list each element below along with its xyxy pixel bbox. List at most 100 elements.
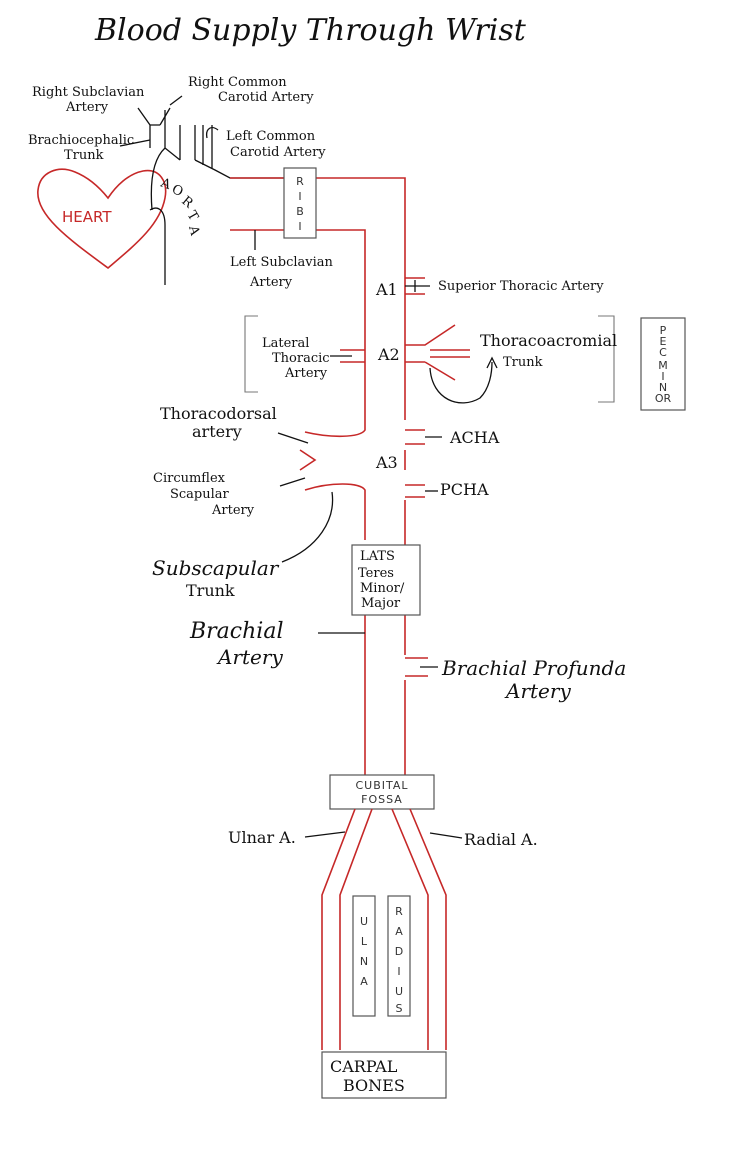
thoracodorsal-line-1: Thoracodorsal [160, 404, 277, 423]
brachiocephalic-line-2: Trunk [64, 148, 104, 163]
pec-minor-6: N [659, 381, 667, 394]
pcha-label: PCHA [440, 480, 489, 499]
brachial-line-1: Brachial [189, 619, 283, 644]
rib-label-1: R [296, 175, 304, 188]
aorta-inner [149, 207, 166, 285]
ulna-box [352, 895, 376, 1017]
left-subclavian-line-2: Artery [249, 275, 293, 290]
pointer-lcca [206, 127, 219, 139]
carpal-line-1: CARPAL [330, 1057, 398, 1076]
cubital-fossa-box [329, 774, 435, 810]
pec-minor-5: I [661, 370, 664, 383]
rcca-line-2: Carotid Artery [218, 90, 314, 105]
pec-minor-2: E [660, 335, 667, 348]
heart-label: HEART [62, 208, 112, 226]
radius-6: S [396, 1002, 403, 1015]
radial-label: Radial A. [464, 830, 538, 849]
radius-5: U [395, 985, 403, 998]
lcca-line-1: Left Common [226, 129, 316, 144]
subscapular-line-1: Subscapular [152, 556, 280, 580]
pointer-ulnar [304, 831, 346, 838]
pec-minor-4: M [658, 359, 668, 372]
ulna-1: U [360, 915, 368, 928]
bracket-lateral-thoracic [244, 315, 258, 393]
brachiocephalic-line-1: Brachiocephalic [28, 133, 134, 148]
aorta-label-O: O [169, 182, 185, 200]
pointer-subscapular [281, 491, 334, 563]
rcca-line-1: Right Common [188, 75, 287, 90]
lateral-thoracic-line-3: Artery [284, 366, 328, 381]
radial-artery-outer [409, 808, 447, 1050]
radial-artery-inner [391, 808, 429, 1050]
thoracoacromial-line-1: Thoracoacromial [480, 331, 617, 350]
circumflex-line-1: Circumflex [153, 471, 226, 486]
pec-minor-7: OR [655, 392, 672, 405]
pec-minor-box [640, 317, 686, 411]
pointer-rcca [169, 95, 183, 106]
stub-a1 [405, 277, 425, 295]
pointer-thoracodorsal [277, 432, 309, 444]
radius-box [387, 895, 411, 1017]
profunda-line-2: Artery [504, 679, 571, 703]
ulna-3: N [360, 955, 368, 968]
profunda-line-1: Brachial Profunda [441, 656, 626, 680]
heart-shape [37, 168, 167, 270]
rib-label-2: I [298, 190, 301, 203]
ulnar-artery-inner [339, 808, 373, 1050]
bracket-thoracoacromial [598, 315, 615, 403]
cubital-line-2: FOSSA [361, 793, 403, 806]
superior-thoracic-label: Superior Thoracic Artery [438, 279, 604, 294]
aorta-outer [150, 110, 166, 211]
subclavian-lower [230, 229, 366, 300]
pointer-brachiocephalic [119, 139, 151, 147]
cubital-line-1: CUBITAL [355, 779, 408, 792]
lats-line-1: LATS [360, 549, 395, 564]
diagram-title: Blood Supply Through Wrist [94, 13, 527, 48]
ulnar-artery-outer [321, 808, 356, 1050]
chevron [299, 449, 317, 471]
ulna-2: L [361, 935, 368, 948]
right-subclavian-line-2: Artery [65, 100, 109, 115]
radius-4: I [397, 965, 400, 978]
thoracoacromial-line-2: Trunk [503, 355, 543, 370]
lateral-thoracic-line-2: Thoracic [272, 351, 330, 366]
lats-box [351, 544, 421, 616]
pec-minor-1: P [660, 324, 667, 337]
acha-label: ACHA [449, 428, 500, 447]
stub-acha [405, 429, 425, 445]
pointer-radial [429, 832, 463, 839]
ulna-4: A [360, 975, 368, 988]
lats-line-4: Major [361, 596, 401, 611]
stub-superior-thoracic [405, 280, 430, 292]
right-subclavian-line-1: Right Subclavian [32, 85, 145, 100]
carpal-bones-box [321, 1051, 447, 1099]
ulnar-label: Ulnar A. [228, 828, 296, 847]
thoracoacromial-branches [405, 324, 470, 381]
axillary-left-wall [304, 300, 366, 438]
left-carotid-branch [202, 125, 213, 168]
radius-3: D [395, 945, 403, 958]
radius-2: A [395, 925, 403, 938]
pec-minor-3: C [659, 346, 667, 359]
radius-1: R [395, 905, 403, 918]
axillary-mid-left [304, 483, 366, 540]
pointer-circumflex [279, 477, 306, 487]
a3-label: A3 [375, 453, 398, 472]
circumflex-line-3: Artery [211, 503, 255, 518]
rib-box [283, 167, 317, 239]
subscapular-line-2: Trunk [186, 581, 235, 600]
lateral-thoracic-line-1: Lateral [262, 336, 309, 351]
stub-pcha [405, 484, 425, 498]
thoracoacromial-arrowhead [486, 356, 498, 369]
thoracodorsal-line-2: artery [192, 422, 242, 441]
rib-label-4: I [298, 220, 301, 233]
brachial-line-2: Artery [216, 645, 283, 669]
a2-label: A2 [377, 345, 400, 364]
carpal-line-2: BONES [343, 1076, 405, 1095]
lats-line-2: Teres [358, 566, 394, 581]
aorta-label-A2: A [185, 223, 202, 238]
rib-label-3: B [296, 205, 304, 218]
stub-lateral-thoracic [340, 349, 365, 363]
